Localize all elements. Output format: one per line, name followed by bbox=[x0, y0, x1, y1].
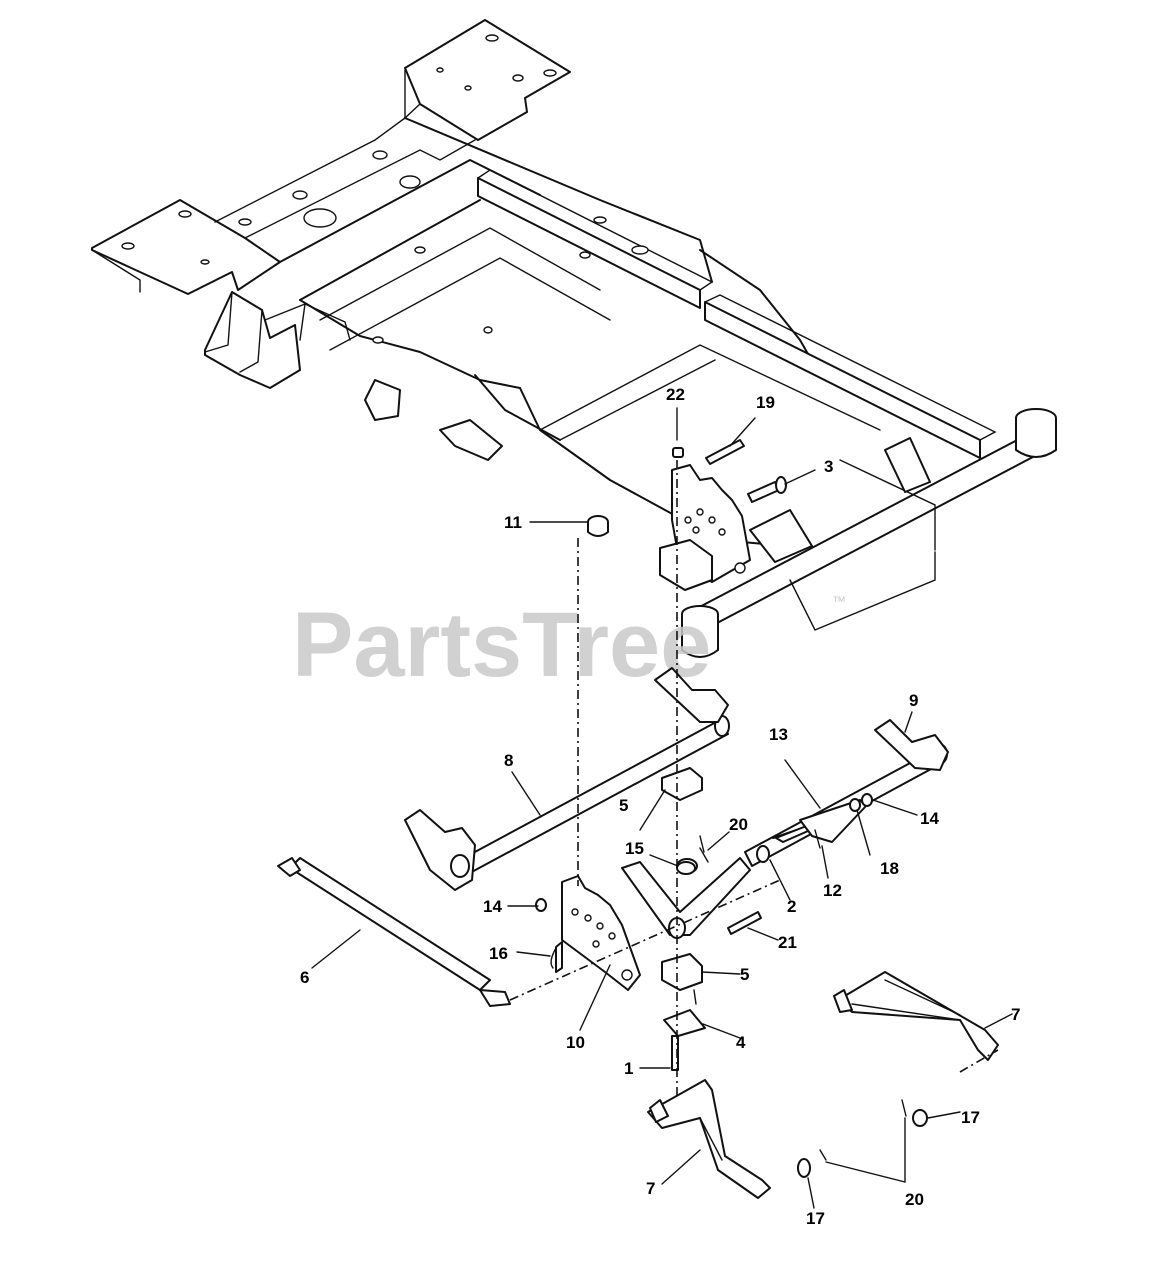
watermark-tm: ™ bbox=[832, 593, 846, 609]
callout-7-bottom: 7 bbox=[646, 1179, 655, 1198]
center-hardware bbox=[535, 767, 873, 1071]
callout-8: 8 bbox=[504, 751, 513, 770]
callout-4: 4 bbox=[736, 1033, 746, 1052]
callout-labels: 22 19 3 11 9 13 8 5 14 20 15 18 12 2 14 … bbox=[300, 385, 1020, 1228]
callout-3: 3 bbox=[824, 457, 833, 476]
bottom-hardware bbox=[797, 1099, 928, 1178]
callout-17-bottom: 17 bbox=[806, 1209, 825, 1228]
callout-2: 2 bbox=[787, 897, 796, 916]
callout-9: 9 bbox=[909, 691, 918, 710]
callout-13: 13 bbox=[769, 725, 788, 744]
callout-12: 12 bbox=[823, 881, 842, 900]
callout-11: 11 bbox=[504, 513, 522, 532]
callout-1: 1 bbox=[624, 1059, 633, 1078]
leader-lines bbox=[311, 407, 1013, 1209]
callout-14-left: 14 bbox=[483, 897, 502, 916]
callout-21: 21 bbox=[778, 933, 797, 952]
upper-hardware bbox=[587, 439, 787, 537]
callout-7-right: 7 bbox=[1011, 1005, 1020, 1024]
lower-adjust-plate-10 bbox=[555, 875, 641, 991]
callout-20-center: 20 bbox=[729, 815, 748, 834]
callout-14-right: 14 bbox=[920, 809, 939, 828]
callout-16: 16 bbox=[489, 944, 508, 963]
callout-5-upper: 5 bbox=[619, 796, 628, 815]
lift-shaft-9 bbox=[744, 719, 949, 867]
mower-frame bbox=[91, 19, 1057, 658]
upper-adjust-plate bbox=[659, 464, 751, 591]
lower-link-7-bottom bbox=[647, 1079, 771, 1199]
callout-5-lower: 5 bbox=[740, 965, 749, 984]
lower-link-7-right bbox=[833, 971, 999, 1061]
callout-6: 6 bbox=[300, 968, 309, 987]
callout-22: 22 bbox=[666, 385, 685, 404]
alignment-lines bbox=[509, 460, 999, 1100]
callout-19: 19 bbox=[756, 393, 775, 412]
callout-17-right: 17 bbox=[961, 1108, 980, 1127]
callout-18: 18 bbox=[880, 859, 899, 878]
callout-20-bottom: 20 bbox=[905, 1190, 924, 1209]
watermark: PartsTree bbox=[292, 594, 711, 696]
lift-shaft-8 bbox=[404, 667, 730, 891]
callout-15: 15 bbox=[625, 839, 644, 858]
torsion-rod-6 bbox=[277, 857, 511, 1007]
lift-arm bbox=[621, 845, 770, 939]
callout-10: 10 bbox=[566, 1033, 585, 1052]
